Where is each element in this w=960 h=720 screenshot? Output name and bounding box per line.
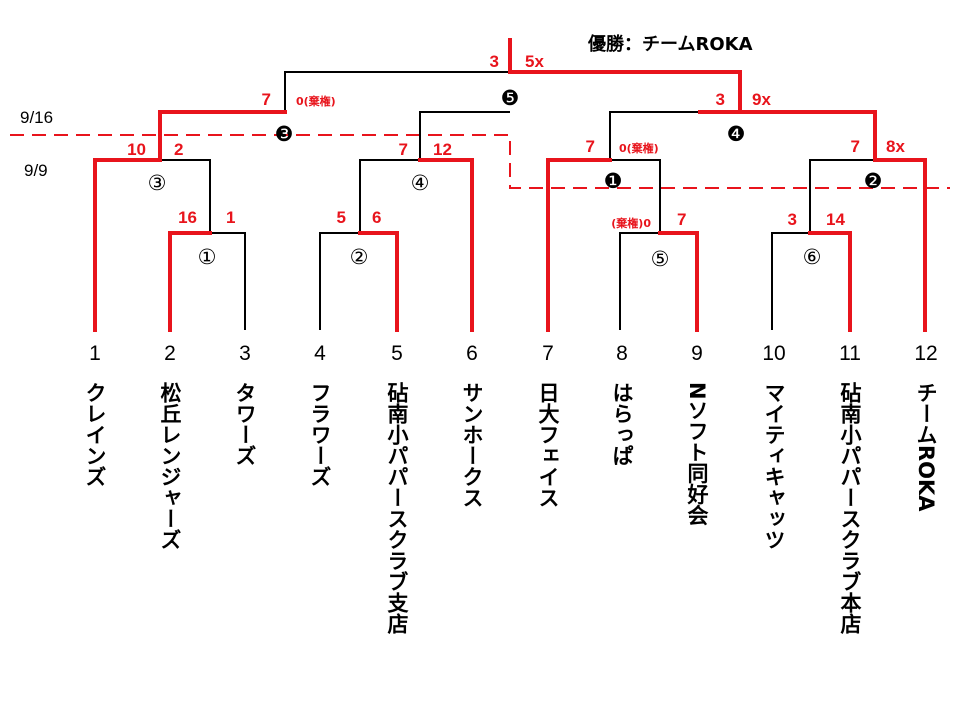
- score-b2-right: 8x: [886, 137, 905, 156]
- team-name: マイティキャッツ: [762, 382, 786, 550]
- team-name: フラワーズ: [308, 382, 332, 487]
- team-number: 12: [914, 342, 937, 365]
- score-m6-left: 3: [788, 210, 797, 229]
- team-name: はらっぱ: [610, 382, 634, 466]
- team-name: 砧南小パパースクラブ支店: [385, 382, 409, 635]
- match-mark-2: ②: [350, 245, 369, 269]
- team-name: 砧南小パパースクラブ本店: [838, 382, 862, 635]
- team-number: 9: [691, 342, 703, 365]
- score-m4-left: 7: [399, 140, 408, 159]
- score-b2-left: 7: [851, 137, 860, 156]
- score-b3-right: 0(棄権): [296, 94, 336, 108]
- match-mark-3: ③: [148, 171, 167, 195]
- score-b4-left: 3: [716, 90, 725, 109]
- winner-lines: [93, 38, 927, 332]
- match-mark-b4: ❹: [727, 122, 746, 146]
- team-number: 2: [164, 342, 176, 365]
- team-name: クレインズ: [83, 382, 107, 487]
- match-mark-1: ①: [198, 245, 217, 269]
- date-label-0909: 9/9: [24, 161, 48, 180]
- team-number: 3: [239, 342, 251, 365]
- match-mark-b1: ❶: [604, 169, 623, 193]
- score-m1-left: 16: [178, 208, 197, 227]
- team-number: 8: [616, 342, 628, 365]
- team-name: Nソフト同好会: [685, 382, 710, 527]
- score-m4-right: 12: [433, 140, 452, 159]
- team-number: 1: [89, 342, 101, 365]
- score-b5-left: 3: [490, 52, 499, 71]
- team-number: 11: [839, 342, 861, 365]
- team-names: クレインズ 松丘レンジャーズ タワーズ フラワーズ 砧南小パパースクラブ支店 サ…: [83, 381, 938, 635]
- team-number: 10: [762, 342, 785, 365]
- team-number: 5: [391, 342, 403, 365]
- score-m5-left: (棄権)0: [611, 216, 651, 230]
- score-m6-right: 14: [826, 210, 845, 229]
- team-number: 7: [542, 342, 554, 365]
- match-mark-b5: ❺: [501, 86, 520, 110]
- team-numbers: 1 2 3 4 5 6 7 8 9 10 11 12: [89, 342, 938, 365]
- team-name: 松丘レンジャーズ: [158, 381, 182, 550]
- score-b1-right: 0(棄権): [619, 141, 659, 155]
- team-number: 6: [466, 342, 478, 365]
- score-b1-left: 7: [586, 137, 595, 156]
- day-divider-line: [10, 134, 950, 189]
- loser-lines: [160, 71, 875, 330]
- team-name: サンホークス: [460, 382, 484, 508]
- date-label-0916: 9/16: [20, 108, 53, 127]
- match-mark-b2: ❷: [864, 169, 883, 193]
- score-m2-left: 5: [337, 208, 346, 227]
- score-m5-right: 7: [677, 210, 686, 229]
- team-number: 4: [314, 342, 326, 365]
- match-mark-5: ⑤: [651, 247, 670, 271]
- score-b3-left: 7: [262, 90, 271, 109]
- match-mark-b3: ❸: [275, 122, 294, 146]
- score-m1-right: 1: [226, 208, 235, 227]
- team-name: 日大フェイス: [536, 382, 560, 508]
- score-m3-right: 2: [174, 140, 183, 159]
- match-mark-4: ④: [411, 171, 430, 195]
- champion-title: 優勝：チームROKA: [587, 33, 753, 55]
- score-b4-right: 9x: [752, 90, 771, 109]
- score-m2-right: 6: [372, 208, 381, 227]
- match-mark-6: ⑥: [803, 245, 822, 269]
- score-b5-right: 5x: [525, 52, 544, 71]
- score-m3-left: 10: [127, 140, 146, 159]
- team-name: チームROKA: [914, 382, 938, 512]
- team-name: タワーズ: [233, 382, 257, 466]
